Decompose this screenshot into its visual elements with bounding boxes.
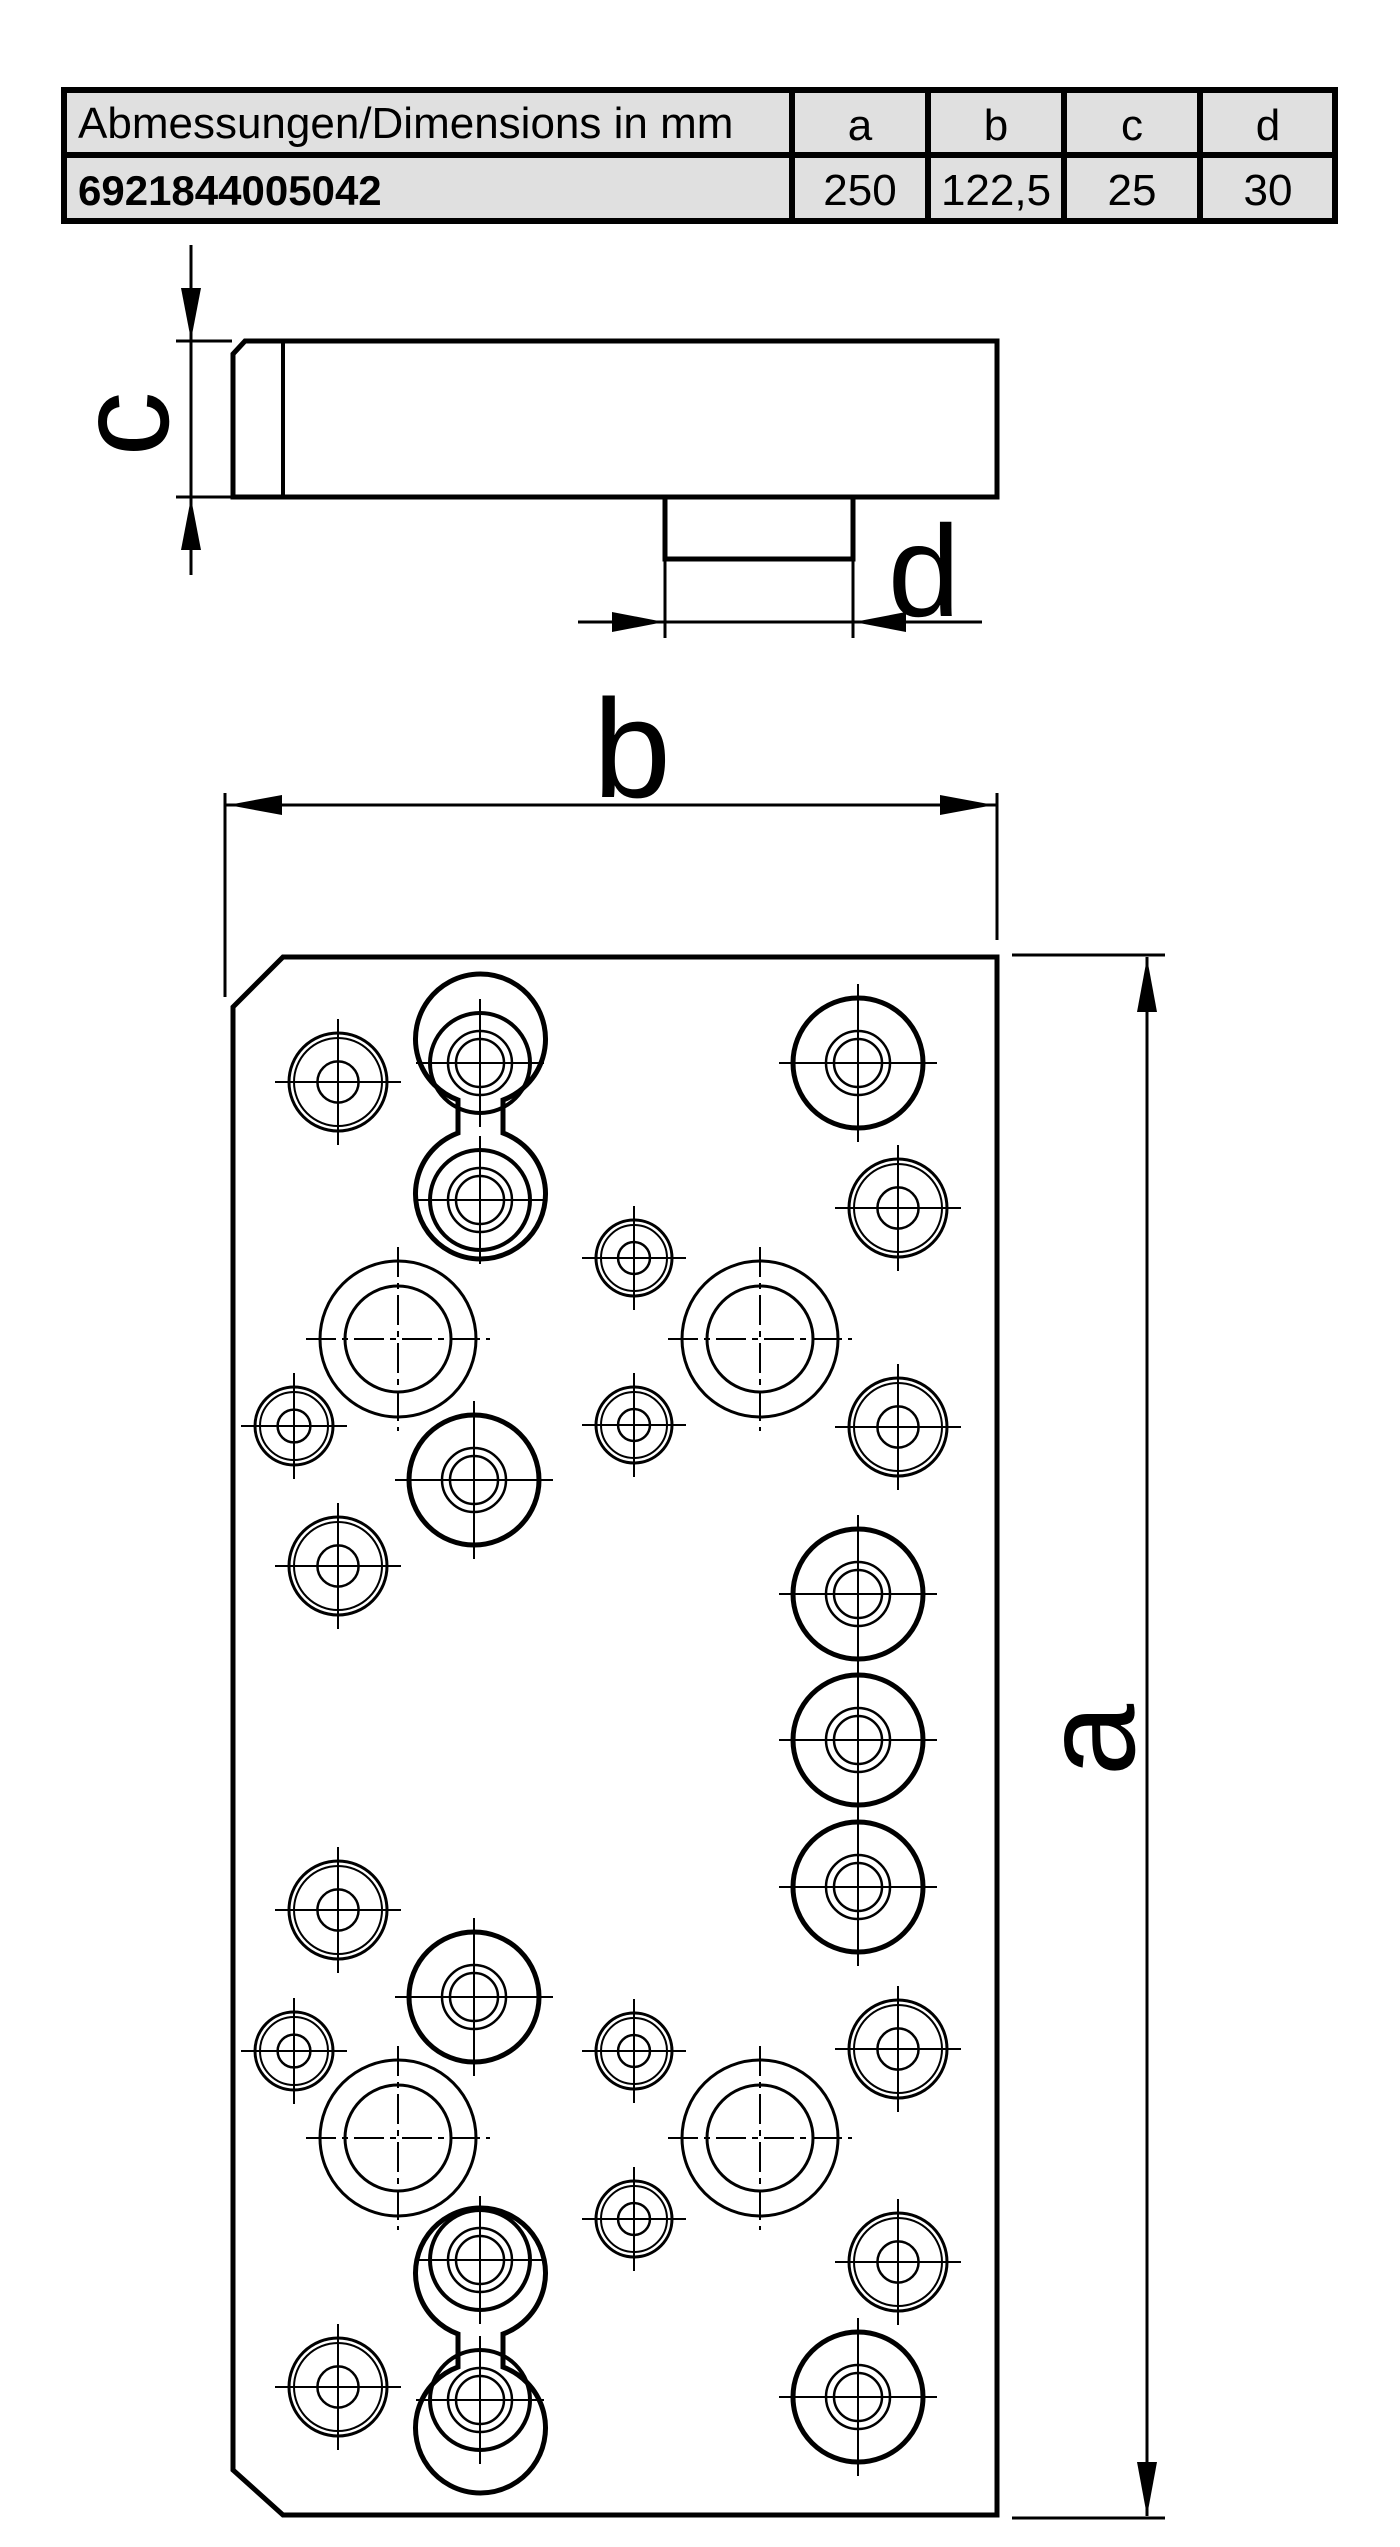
dim-a-arrow-top bbox=[1137, 958, 1157, 1012]
dim-b-arrow-right bbox=[940, 795, 994, 815]
value-c: 25 bbox=[1108, 166, 1157, 215]
side-view: c d bbox=[50, 245, 1000, 644]
dim-a-label: a bbox=[1016, 1703, 1162, 1776]
hole-pattern bbox=[241, 984, 961, 2476]
slot-outline-top bbox=[413, 971, 548, 1262]
dim-b-label: b bbox=[593, 670, 671, 827]
table-header-label: Abmessungen/Dimensions in mm bbox=[78, 99, 733, 148]
dim-c-arrow-bottom bbox=[181, 498, 201, 550]
side-view-plate bbox=[230, 338, 1000, 500]
dim-d-arrow-right bbox=[854, 612, 906, 632]
article-number: 6921844005042 bbox=[78, 167, 382, 214]
value-d: 30 bbox=[1244, 166, 1293, 215]
value-b: 122,5 bbox=[941, 166, 1051, 215]
table-header-a: a bbox=[848, 101, 873, 150]
top-view-plate bbox=[230, 954, 1000, 2518]
dim-d-label: d bbox=[888, 498, 960, 644]
dimension-table: Abmessungen/Dimensions in mm a b c d 692… bbox=[61, 87, 1338, 224]
table-header-c: c bbox=[1121, 101, 1143, 150]
dim-d-arrow-left bbox=[612, 612, 664, 632]
side-view-key bbox=[662, 494, 856, 562]
slot-outline-bottom bbox=[413, 2205, 548, 2496]
top-view: b a bbox=[223, 670, 1165, 2520]
table-header-b: b bbox=[984, 101, 1008, 150]
value-a: 250 bbox=[823, 166, 896, 215]
dim-c-arrow-top bbox=[181, 288, 201, 340]
dim-b-arrow-left bbox=[228, 795, 282, 815]
dim-a-arrow-bottom bbox=[1137, 2462, 1157, 2516]
table-header-d: d bbox=[1256, 101, 1280, 150]
dim-c-label: c bbox=[50, 392, 196, 457]
